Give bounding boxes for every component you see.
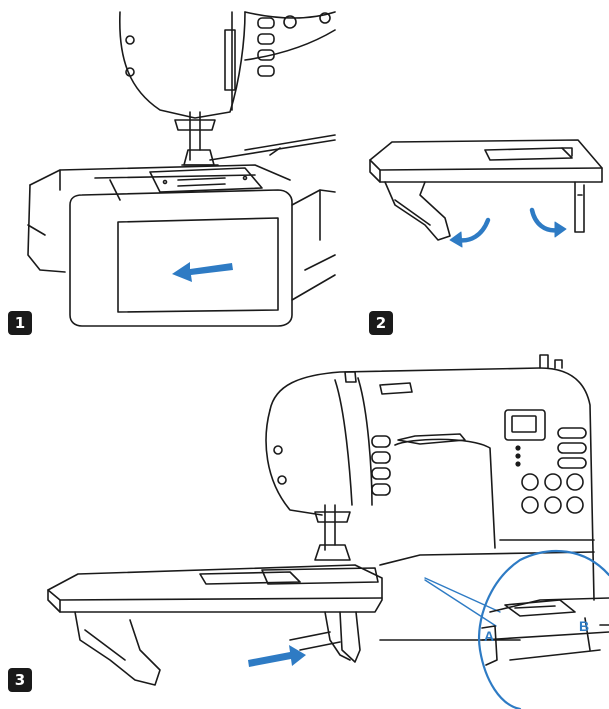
step3-illustration	[48, 355, 594, 685]
push-table-arrow	[248, 645, 306, 667]
callout-leader	[425, 578, 500, 626]
unfold-leg-arrow-right	[532, 210, 566, 237]
detail-magnifier	[479, 551, 609, 709]
step-badge-2: 2	[369, 311, 393, 335]
unfold-leg-arrow-left	[450, 220, 488, 247]
step-badge-3: 3	[8, 668, 32, 692]
callout-label-a: A	[484, 628, 494, 644]
step1-illustration	[28, 12, 335, 326]
slide-left-arrow	[172, 262, 233, 282]
callout-label-b: B	[579, 618, 589, 634]
step-badge-1: 1	[8, 311, 32, 335]
